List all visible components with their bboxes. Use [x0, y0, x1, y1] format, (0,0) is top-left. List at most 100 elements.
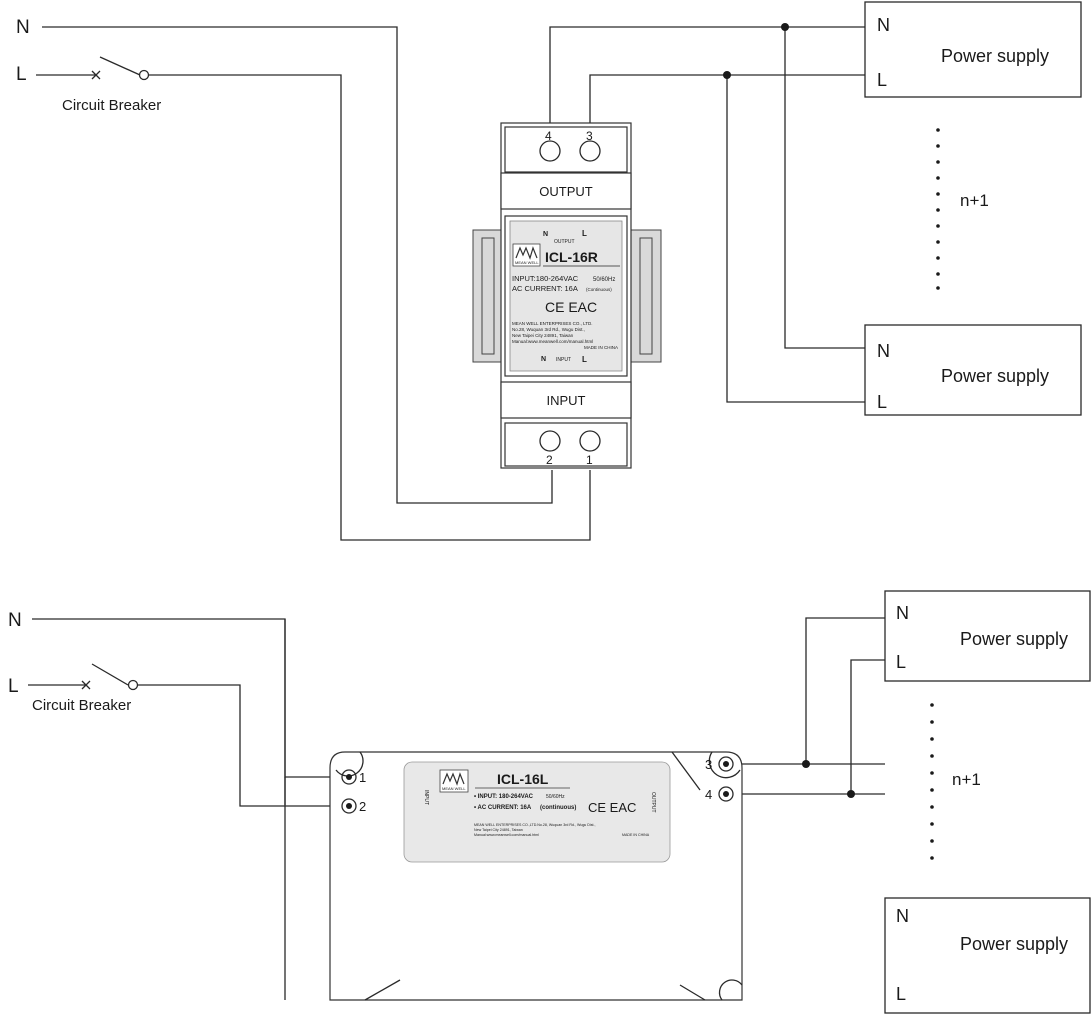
top-power-supply-2 [864, 324, 1082, 416]
top-ellipsis-dots [936, 128, 940, 290]
top-n-wire [42, 26, 553, 504]
svg-text:New Taipei City 24891, Taiwan: New Taipei City 24891, Taiwan [474, 828, 523, 832]
top-branch-l [726, 75, 865, 403]
bottom-n-label: N [8, 610, 22, 631]
din-rail-device-icl-16r: 4 3 OUTPUT N OUTPUT L MEAN WELL ICL-16R … [472, 122, 662, 469]
svg-text:MEAN WELL ENTERPRISES CO., LTD: MEAN WELL ENTERPRISES CO., LTD. [512, 321, 593, 326]
svg-text:MADE IN CHINA: MADE IN CHINA [622, 833, 650, 837]
bottom-n-plus-1: n+1 [952, 770, 981, 789]
svg-text:(continuous): (continuous) [540, 805, 576, 811]
din-panel-l2: L [582, 355, 587, 364]
bottom-branch-n [805, 617, 885, 764]
svg-text:AC CURRENT: 16A: AC CURRENT: 16A [512, 284, 578, 293]
top-breaker-contact [138, 69, 150, 81]
svg-text:Manual:www.meanwell.com/manual: Manual:www.meanwell.com/manual.html [512, 339, 593, 344]
bottom-ps2-label: Power supply [960, 934, 1068, 954]
din-model-label: ICL-16R [545, 249, 598, 265]
din-input-label: INPUT [547, 393, 586, 408]
din-panel-n2: N [541, 356, 546, 363]
top-breaker-x [91, 70, 101, 80]
top-junction-n [781, 23, 789, 31]
bottom-junction-n [802, 760, 810, 768]
top-ps2-l: L [877, 392, 887, 412]
bottom-breaker-label: Circuit Breaker [32, 697, 131, 714]
bottom-l-label: L [8, 676, 19, 697]
svg-text:INPUT:180-264VAC: INPUT:180-264VAC [512, 274, 579, 283]
top-out-n-wire [549, 26, 865, 128]
bottom-breaker-contact [127, 679, 139, 691]
bottom-n-wire [32, 618, 286, 1000]
din-panel-output: OUTPUT [554, 239, 575, 245]
top-l-label: L [16, 64, 27, 85]
flat-terminal-2-screw [341, 798, 357, 814]
din-output-label: OUTPUT [539, 184, 593, 199]
bottom-ps1-n: N [896, 603, 909, 623]
top-ps1-n: N [877, 15, 890, 35]
terminal-4-label: 4 [545, 129, 552, 143]
bottom-ellipsis-dots [930, 703, 934, 860]
svg-text:Manual:www.meanwell.com/manual: Manual:www.meanwell.com/manual.html [474, 833, 539, 837]
svg-text:• AC CURRENT: 16A: • AC CURRENT: 16A [474, 805, 532, 811]
top-breaker-label: Circuit Breaker [62, 97, 161, 114]
bottom-ps2-n: N [896, 906, 909, 926]
flat-terminal-1-screw [341, 769, 357, 785]
bottom-l-wire [138, 684, 340, 807]
bottom-breaker-lever [91, 663, 129, 686]
svg-text:MADE IN CHINA: MADE IN CHINA [584, 345, 618, 350]
flat-label-panel [403, 761, 671, 863]
flat-terminal-3-screw [718, 756, 734, 772]
svg-text:OUTPUT: OUTPUT [650, 792, 656, 813]
bottom-ps1-l: L [896, 652, 906, 672]
bottom-ps2-l: L [896, 984, 906, 1004]
terminal-4-screw [539, 140, 561, 162]
bottom-breaker-x [81, 680, 91, 690]
svg-text:No.28, Wuquan 3rd Rd., Wugu Di: No.28, Wuquan 3rd Rd., Wugu Dist., [512, 327, 585, 332]
top-junction-l [723, 71, 731, 79]
svg-text:New Taipei City 24891, Taiwan: New Taipei City 24891, Taiwan [512, 333, 574, 338]
svg-text:(Continuous): (Continuous) [586, 287, 612, 292]
svg-text:MEAN WELL: MEAN WELL [442, 786, 466, 791]
flat-cert-marks: CE EAC [588, 800, 636, 815]
svg-text:INPUT: INPUT [423, 790, 429, 805]
top-ps2-n: N [877, 341, 890, 361]
top-power-supply-1 [864, 1, 1082, 98]
top-ps1-label: Power supply [941, 46, 1049, 66]
svg-text:MEAN WELL: MEAN WELL [515, 260, 539, 265]
top-ps1-l: L [877, 70, 887, 90]
flat-terminal-3-label: 3 [705, 757, 712, 772]
flat-terminal-4-label: 4 [705, 787, 712, 802]
bottom-diagram: N L Circuit Breaker N L Power supply N L… [8, 590, 1091, 1014]
bottom-junction-l [847, 790, 855, 798]
svg-text:MEAN WELL ENTERPRISES CO.,LTD.: MEAN WELL ENTERPRISES CO.,LTD.No.28, Wuq… [474, 823, 596, 827]
svg-text:50/60Hz: 50/60Hz [546, 794, 565, 800]
svg-text:50/60Hz: 50/60Hz [593, 277, 615, 283]
terminal-3-label: 3 [586, 129, 593, 143]
flat-terminal-1-label: 1 [359, 770, 366, 785]
top-diagram: N L Circuit Breaker N L Power supply N L… [16, 1, 1082, 541]
din-cert-marks: CE EAC [545, 299, 597, 315]
terminal-1-screw [579, 430, 601, 452]
terminal-2-label: 2 [546, 453, 553, 467]
flat-device-icl-16l: MEAN WELL ICL-16L • INPUT: 180-264VAC 50… [329, 751, 743, 1001]
flat-terminal-4-screw [718, 786, 734, 802]
top-ps2-label: Power supply [941, 366, 1049, 386]
top-out-l-wire [589, 74, 865, 128]
top-n-plus-1: n+1 [960, 191, 989, 210]
terminal-2-screw [539, 430, 561, 452]
top-breaker-lever [99, 56, 141, 76]
svg-text:• INPUT: 180-264VAC: • INPUT: 180-264VAC [474, 794, 534, 800]
terminal-1-label: 1 [586, 453, 593, 467]
top-n-label: N [16, 17, 30, 38]
terminal-3-screw [579, 140, 601, 162]
din-panel-input: INPUT [556, 357, 571, 363]
din-panel-l: L [582, 229, 587, 238]
top-l-wire [149, 74, 591, 541]
flat-terminal-2-label: 2 [359, 799, 366, 814]
bottom-ps1-label: Power supply [960, 629, 1068, 649]
bottom-power-supply-1 [884, 590, 1091, 682]
bottom-n-to-term1 [284, 619, 340, 778]
flat-model-label: ICL-16L [497, 771, 549, 787]
din-panel-n: N [543, 231, 548, 238]
top-branch-n [784, 27, 865, 349]
